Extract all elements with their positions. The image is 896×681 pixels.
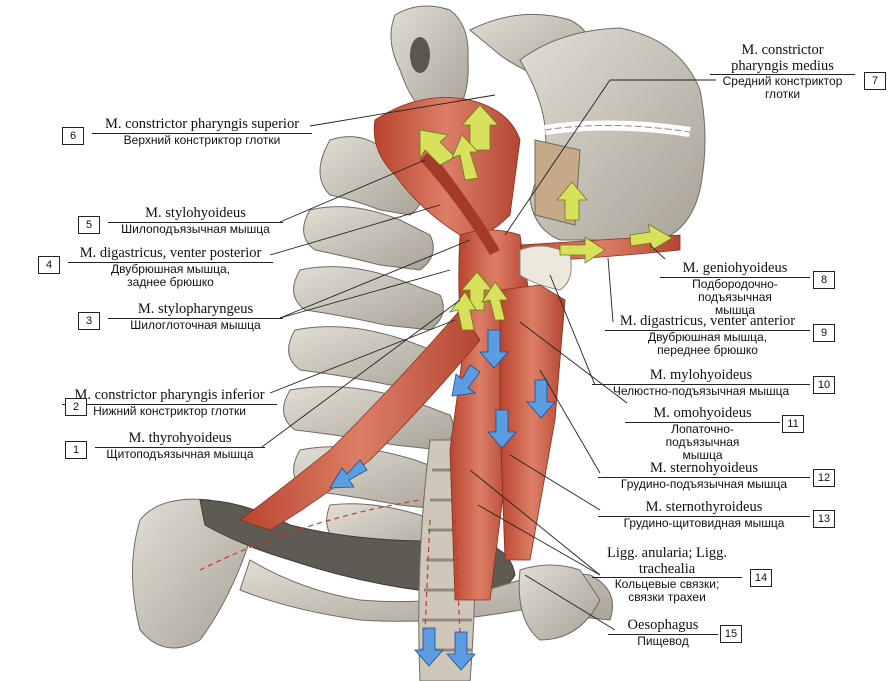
label-9-latin: M. digastricus, venter anterior	[605, 313, 810, 331]
label-13: M. sternothyroideus Грудино-щитовидная м…	[598, 499, 810, 530]
leader-lines	[261, 79, 716, 631]
label-14-latin: Ligg. anularia; Ligg. trachealia	[592, 545, 742, 579]
label-12-russian: Грудино-подъязычная мышца	[620, 476, 788, 491]
blue-arrows	[329, 329, 556, 671]
label-2-latin: M. constrictor pharyngis inferior	[62, 387, 277, 405]
label-1-latin: M. thyrohyoideus	[95, 430, 265, 448]
label-7-number: 7	[864, 72, 886, 90]
label-4-number: 4	[38, 256, 60, 274]
label-8: M. geniohyoideus Подбородочно-подъязычна…	[660, 260, 810, 317]
label-2-number: 2	[65, 398, 87, 416]
label-6-number: 6	[62, 127, 84, 145]
label-8-russian: Подбородочно-подъязычная мышца	[692, 276, 778, 317]
label-15-number: 15	[720, 625, 742, 643]
label-9-number: 9	[813, 324, 835, 342]
label-8-number: 8	[813, 271, 835, 289]
label-4: M. digastricus, venter posterior Двубрюш…	[68, 245, 273, 289]
label-11: M. omohyoideus Лопаточно-подъязычная мыш…	[625, 405, 780, 462]
label-2-russian: Нижний констриктор глотки	[93, 403, 246, 418]
label-7: M. constrictor pharyngis medius Средний …	[710, 42, 855, 102]
label-5-number: 5	[78, 216, 100, 234]
label-15-latin: Oesophagus	[608, 617, 718, 635]
label-4-russian: Двубрюшная мышца, заднее брюшко	[110, 261, 231, 289]
label-11-latin: M. omohyoideus	[625, 405, 780, 423]
label-10-latin: M. mylohyoideus	[592, 367, 810, 385]
label-7-latin: M. constrictor pharyngis medius	[710, 42, 855, 76]
label-3-number: 3	[78, 312, 100, 330]
label-1-number: 1	[65, 441, 87, 459]
label-2: M. constrictor pharyngis inferior Нижний…	[62, 387, 277, 418]
label-14-russian: Кольцевые связки; связки трахеи	[614, 577, 720, 605]
label-5: M. stylohyoideus Шилоподъязычная мышца	[108, 205, 283, 236]
label-5-russian: Шилоподъязычная мышца	[121, 221, 270, 236]
green-arrows	[419, 104, 673, 331]
label-14: Ligg. anularia; Ligg. trachealia Кольцев…	[592, 545, 742, 605]
label-10-number: 10	[813, 376, 835, 394]
label-9: M. digastricus, venter anterior Двубрюшн…	[605, 313, 810, 357]
label-1-russian: Щитоподъязычная мышца	[106, 446, 254, 461]
label-10: M. mylohyoideus Челюстно-подъязычная мыш…	[592, 367, 810, 398]
label-12-latin: M. sternohyoideus	[598, 460, 810, 478]
label-9-russian: Двубрюшная мышца, переднее брюшко	[647, 329, 768, 357]
label-13-latin: M. sternothyroideus	[598, 499, 810, 517]
label-12: M. sternohyoideus Грудино-подъязычная мы…	[598, 460, 810, 491]
label-7-russian: Средний констриктор глотки	[722, 74, 843, 102]
label-6-latin: M. constrictor pharyngis superior	[92, 116, 312, 134]
dashed-lines	[199, 499, 461, 636]
label-6: M. constrictor pharyngis superior Верхни…	[92, 116, 312, 147]
label-8-latin: M. geniohyoideus	[660, 260, 810, 278]
label-3-latin: M. stylopharyngeus	[108, 301, 283, 319]
label-11-russian: Лопаточно-подъязычная мышца	[665, 421, 740, 462]
label-14-number: 14	[750, 569, 772, 587]
label-15-russian: Пищевод	[637, 633, 689, 648]
label-10-russian: Челюстно-подъязычная мышца	[612, 383, 790, 398]
label-11-number: 11	[782, 415, 804, 433]
label-15: Oesophagus Пищевод	[608, 617, 718, 648]
label-5-latin: M. stylohyoideus	[108, 205, 283, 223]
label-4-latin: M. digastricus, venter posterior	[68, 245, 273, 263]
label-3: M. stylopharyngeus Шилоглоточная мышца	[108, 301, 283, 332]
label-12-number: 12	[813, 469, 835, 487]
label-13-number: 13	[813, 510, 835, 528]
label-3-russian: Шилоглоточная мышца	[130, 317, 261, 332]
label-6-russian: Верхний констриктор глотки	[123, 132, 281, 147]
label-13-russian: Грудино-щитовидная мышца	[623, 515, 785, 530]
mandible	[519, 27, 706, 241]
label-1: M. thyrohyoideus Щитоподъязычная мышца	[95, 430, 265, 461]
